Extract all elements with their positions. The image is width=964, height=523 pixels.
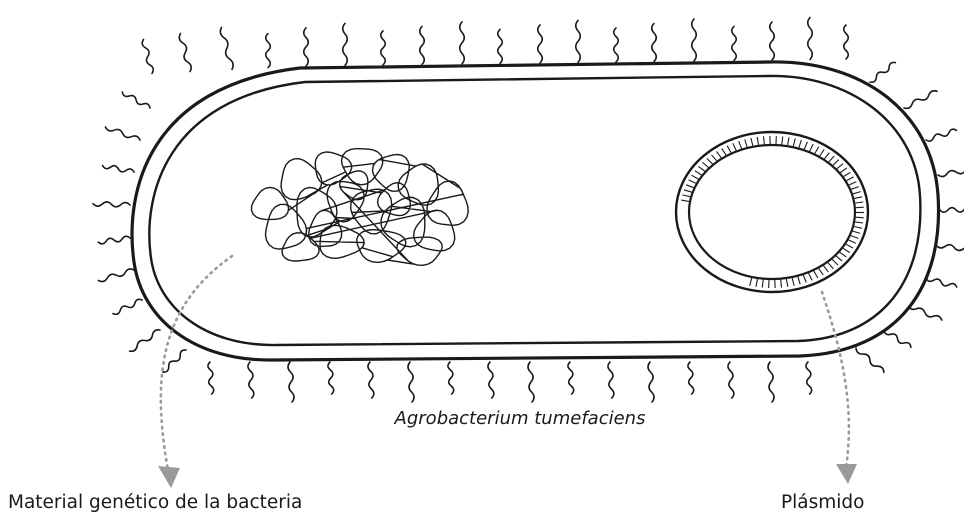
flagellum — [288, 362, 294, 402]
flagellum — [770, 22, 775, 60]
flagellum — [688, 362, 694, 394]
flagellum — [448, 362, 454, 394]
genetic-material-arrowhead — [158, 466, 180, 488]
flagellum — [576, 20, 581, 62]
flagellum — [304, 28, 309, 66]
flagellum — [692, 19, 697, 61]
flagellum — [608, 362, 614, 398]
flagellum — [248, 362, 254, 398]
flagellum — [328, 362, 334, 394]
flagellum — [163, 350, 186, 372]
flagellum — [488, 362, 494, 398]
flagellum — [652, 24, 657, 62]
flagellum — [568, 362, 574, 394]
pointer-arrowheads — [158, 464, 857, 488]
flagellum — [113, 299, 142, 314]
flagellum — [103, 166, 134, 172]
flagellum — [870, 62, 895, 82]
flagellum — [926, 129, 957, 141]
flagellum — [908, 305, 942, 320]
flagellum — [368, 362, 374, 398]
flagellum — [93, 202, 130, 207]
flagellum — [808, 18, 813, 60]
flagellum — [460, 22, 465, 64]
flagellum — [614, 28, 619, 62]
cell-wall-outer — [132, 62, 939, 360]
flagellum — [732, 26, 737, 60]
genetic-material-label: Material genético de la bacteria — [8, 492, 302, 513]
organism-name: Agrobacterium tumefaciens — [395, 408, 646, 429]
flagellum — [408, 362, 414, 402]
flagellum — [884, 330, 911, 347]
flagellum — [266, 34, 271, 68]
flagellum — [648, 362, 654, 402]
flagellum — [498, 29, 503, 63]
flagellum — [220, 27, 233, 69]
flagellum — [936, 245, 964, 251]
flagellum — [142, 39, 153, 73]
flagellum — [940, 208, 964, 213]
flagellum — [528, 362, 534, 402]
plasmid-arrowhead — [836, 464, 857, 484]
flagellum — [122, 92, 150, 108]
flagellum — [179, 34, 191, 72]
flagellum — [343, 23, 348, 65]
flagellum — [381, 31, 386, 65]
flagellum — [105, 127, 140, 140]
flagellum — [856, 348, 884, 372]
flagellum — [844, 25, 849, 59]
flagellum — [130, 330, 160, 351]
flagellum — [538, 25, 543, 63]
flagellum — [904, 91, 937, 109]
flagellum — [768, 362, 774, 402]
flagellum — [420, 26, 425, 64]
flagellum — [99, 269, 135, 282]
flagellum — [98, 236, 130, 244]
plasmid-label: Plásmido — [781, 492, 865, 513]
flagellum — [806, 362, 812, 394]
flagellum — [926, 278, 957, 287]
flagellum — [938, 168, 964, 177]
plasmid-hatch-tick — [856, 207, 864, 208]
flagellum — [728, 362, 734, 398]
flagellum — [208, 362, 214, 394]
plasmid-hatch-tick — [856, 217, 864, 218]
